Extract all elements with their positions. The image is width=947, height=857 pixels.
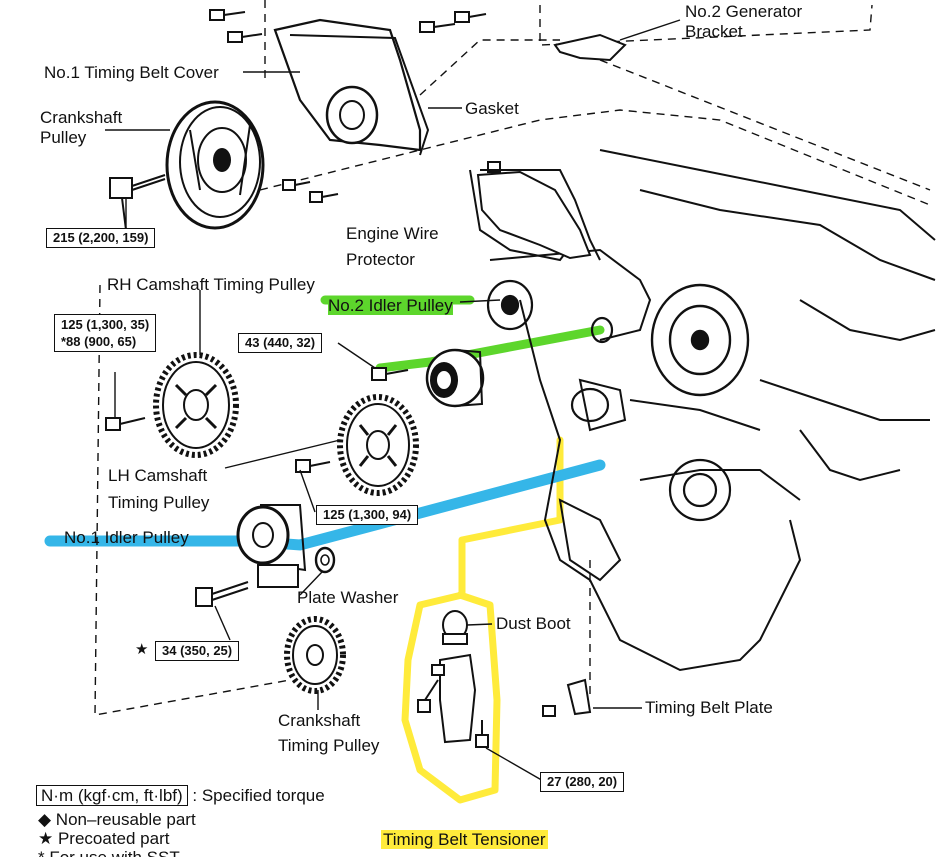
idler1-bolt (195, 581, 249, 607)
label-plate-washer: Plate Washer (297, 588, 399, 607)
label-dust-boot: Dust Boot (496, 614, 571, 633)
lh-camshaft-pulley-drawing (337, 394, 419, 496)
legend-non-reusable: ◆ Non–reusable part (38, 810, 196, 829)
rh-camshaft-pulley-drawing (153, 352, 239, 458)
legend-unit-box: N·m (kgf·cm, ft·lbf) (36, 785, 188, 806)
engine-wire-protector (476, 170, 592, 260)
gasket (289, 34, 430, 156)
label-no2-idler-pulley: No.2 Idler Pulley (328, 296, 453, 316)
tensioner-drawing (417, 610, 489, 748)
torque-rh-camshaft: 125 (1,300, 35) *88 (900, 65) (54, 314, 157, 352)
label-engine-wire-protector: Engine Wire Protector (346, 221, 439, 273)
label-crank-timing-line2: Timing Pulley (278, 736, 380, 755)
yellow-highlight (401, 436, 564, 804)
label-crankshaft-pulley-line1: Crankshaft (40, 108, 123, 127)
top-bolts (209, 9, 501, 203)
crank-bolt (109, 174, 166, 231)
label-lh-camshaft-line1: LH Camshaft (108, 466, 208, 485)
label-wire-protector-line1: Engine Wire (346, 224, 439, 243)
timing-belt-plate-drawing (542, 678, 592, 717)
precoated-star: ★ (135, 641, 149, 658)
legend-sst: * For use with SST (38, 848, 180, 857)
torque-no2-idler: 43 (440, 32) (238, 333, 323, 353)
block-cam-pulley (650, 283, 750, 397)
label-crankshaft-timing-pulley: Crankshaft Timing Pulley (278, 708, 379, 758)
label-no2-idler-text: No.2 Idler Pulley (328, 296, 453, 315)
plate-washer-drawing (314, 546, 336, 574)
label-gasket: Gasket (465, 99, 519, 118)
engine-block (469, 149, 936, 672)
lh-cam-bolt (295, 459, 331, 473)
generator-bracket (553, 33, 627, 62)
torque-crankshaft-pulley: 215 (2,200, 159) (46, 228, 156, 248)
label-tensioner-text: Timing Belt Tensioner (381, 830, 548, 849)
dashed-guides (94, 0, 931, 716)
no2-idler-pulley-drawing (425, 348, 485, 408)
crank-timing-pulley-drawing (284, 616, 346, 694)
torque-lh-camshaft: 125 (1,300, 94) (316, 505, 419, 525)
torque-no1-idler: 34 (350, 25) (155, 641, 240, 661)
label-generator-bracket-line1: No.2 Generator (685, 2, 803, 21)
label-rh-camshaft-pulley: RH Camshaft Timing Pulley (107, 275, 315, 294)
leader-lines (105, 19, 681, 783)
torque-rh-camshaft-line1: 125 (1,300, 35) (61, 317, 150, 332)
label-timing-belt-plate: Timing Belt Plate (645, 698, 773, 717)
label-timing-belt-tensioner: Timing Belt Tensioner (381, 830, 548, 850)
label-no1-idler-pulley: No.1 Idler Pulley (64, 528, 189, 547)
block-pump (570, 387, 732, 522)
label-lh-camshaft-pulley: LH Camshaft Timing Pulley (108, 462, 209, 516)
torque-tensioner: 27 (280, 20) (540, 772, 625, 792)
rh-cam-bolt (105, 417, 146, 431)
label-crankshaft-pulley-line2: Pulley (40, 128, 87, 147)
label-generator-bracket-line2: Bracket (685, 22, 743, 41)
idler2-bolt (371, 367, 409, 381)
label-crankshaft-pulley: Crankshaft Pulley (40, 108, 122, 148)
legend-precoated: ★ Precoated part (38, 829, 170, 848)
legend-torque-unit: N·m (kgf·cm, ft·lbf) : Specified torque (36, 785, 325, 806)
block-idler (486, 279, 614, 344)
label-lh-camshaft-line2: Timing Pulley (108, 493, 210, 512)
legend-unit-text: : Specified torque (192, 786, 325, 805)
label-timing-belt-cover: No.1 Timing Belt Cover (44, 63, 219, 82)
crankshaft-pulley-drawing (165, 100, 265, 230)
timing-belt-cover (273, 18, 422, 152)
no1-idler-pulley-drawing (236, 504, 307, 588)
label-crank-timing-line1: Crankshaft (278, 711, 361, 730)
label-wire-protector-line2: Protector (346, 250, 415, 269)
label-generator-bracket: No.2 Generator Bracket (685, 2, 802, 42)
torque-rh-camshaft-line2: *88 (900, 65) (61, 334, 137, 349)
